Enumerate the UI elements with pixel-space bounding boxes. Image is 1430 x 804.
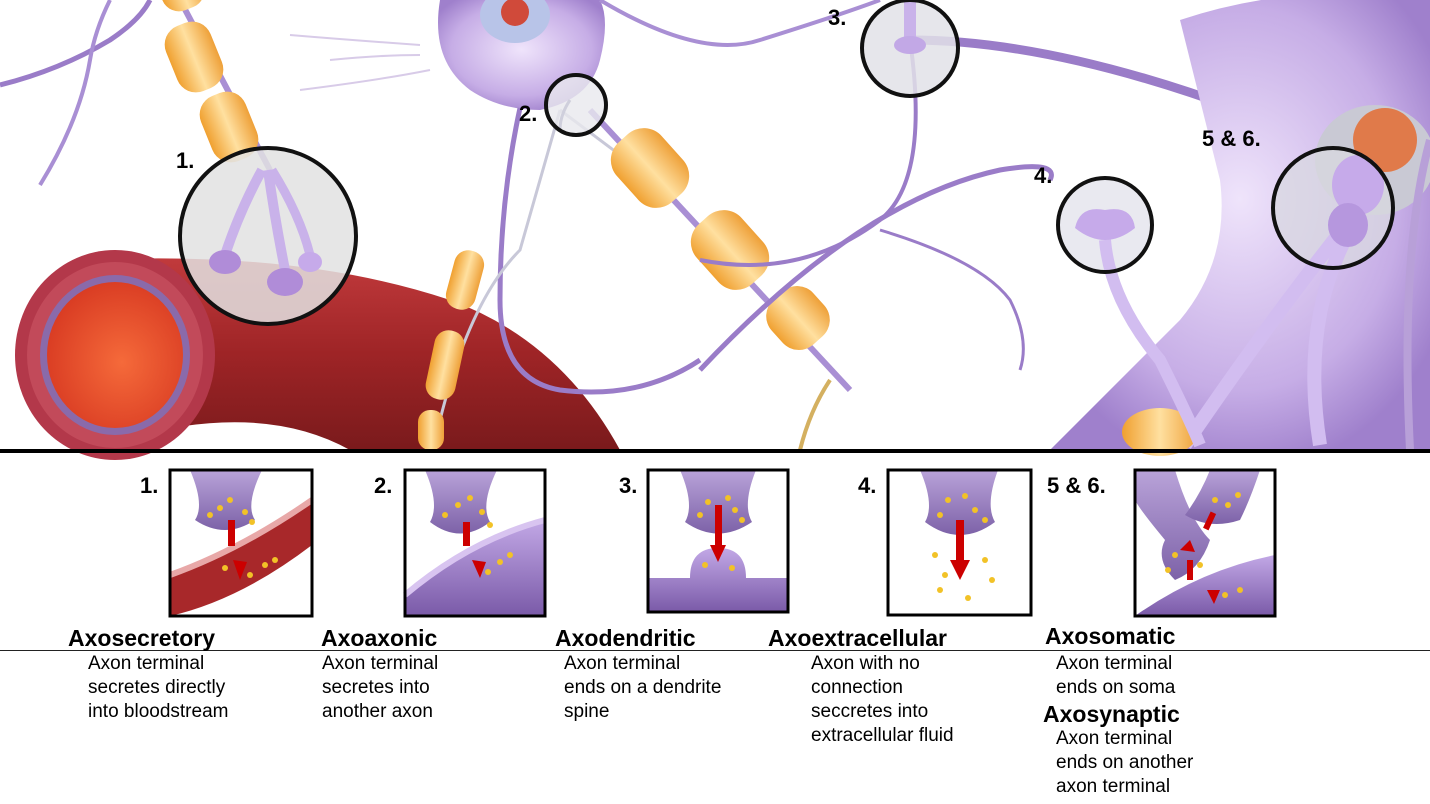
highlight-circles: [178, 0, 1395, 326]
blood-vessel: [15, 250, 620, 460]
panel-number-2: 2.: [374, 473, 393, 498]
divider-titles: [0, 650, 1430, 651]
panel-number-4: 4.: [858, 473, 877, 498]
panel-desc-axosomatic: Axon terminal ends on soma: [1056, 653, 1176, 698]
panel-title-axosynaptic: Axosynaptic: [1043, 701, 1180, 727]
panel-number-3: 3.: [619, 473, 638, 498]
panel-title-axodendritic: Axodendritic: [555, 625, 696, 651]
dendrite-branch: [38, 0, 112, 187]
dendrite-branch: [0, 0, 153, 88]
panel-4-art: [886, 468, 1033, 617]
panel-desc-axodendritic: Axon terminal ends on a dendrite spine: [564, 653, 722, 722]
panel-desc-axosecretory: Axon terminal secretes directly into blo…: [88, 653, 229, 722]
panel-5-6-art: [1133, 468, 1277, 618]
divider-main: [0, 449, 1430, 453]
axon-long: [699, 39, 918, 267]
axodendritic-terminal: [862, 0, 958, 96]
panel-1-art: [168, 468, 314, 618]
panel-desc-axoextracellular: Axon with no connection seccretes into e…: [811, 653, 954, 746]
axoaxonic-terminal: [546, 75, 606, 135]
scene-label-1: 1.: [176, 148, 195, 173]
axosomatic-terminals: [1122, 148, 1393, 456]
panel-3-art: [646, 468, 790, 614]
panel-title-axosecretory: Axosecretory: [68, 625, 216, 651]
myelinated-axon-lower-left: [418, 250, 485, 450]
panel-number-1: 1.: [140, 473, 159, 498]
panel-title-axosomatic: Axosomatic: [1045, 623, 1176, 649]
panel-title-axoaxonic: Axoaxonic: [321, 625, 438, 651]
panel-desc-axosynaptic: Axon terminal ends on another axon termi…: [1056, 728, 1194, 797]
scene-label-5-6: 5 & 6.: [1202, 126, 1261, 151]
panel-2-art: [403, 468, 547, 618]
scene-label-4: 4.: [1034, 163, 1053, 188]
scene-label-2: 2.: [519, 101, 538, 126]
myelinated-axon-central: [587, 107, 853, 451]
axon-long: [879, 228, 1025, 371]
panel-title-axoextracellular: Axoextracellular: [768, 625, 947, 651]
myelinated-axon-left: [159, 0, 273, 172]
axosecretory-terminals: [180, 148, 356, 324]
panel-desc-axoaxonic: Axon terminal secretes into another axon: [322, 653, 439, 722]
scene-label-3: 3.: [828, 5, 847, 30]
panel-number-5-6: 5 & 6.: [1047, 473, 1106, 498]
axon-long: [698, 164, 1054, 372]
